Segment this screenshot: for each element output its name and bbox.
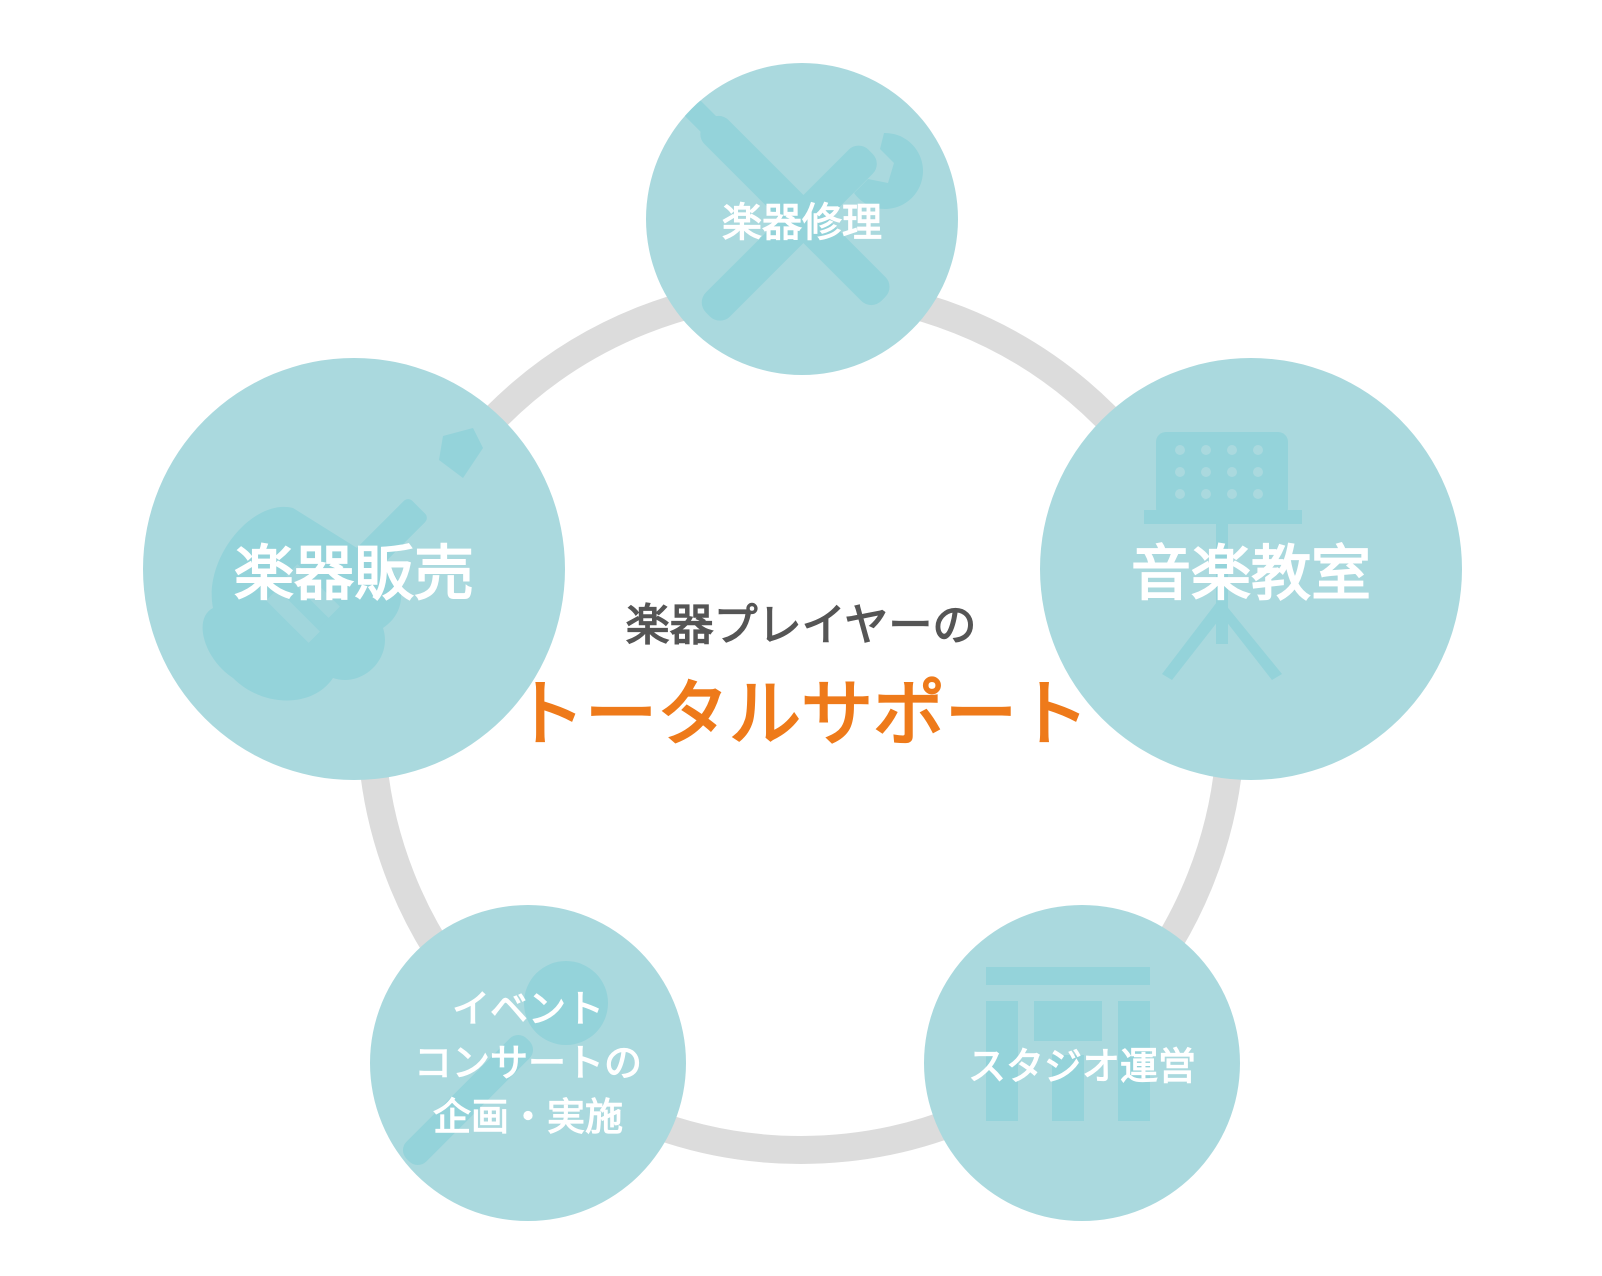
node-studio-management: スタジオ運営: [924, 905, 1240, 1221]
node-label: 楽器販売: [234, 539, 474, 610]
node-label: 楽器修理: [722, 200, 882, 246]
microphone-icon: [402, 961, 608, 1166]
node-instrument-repair: 楽器修理: [646, 63, 958, 375]
node-label: スタジオ運営: [967, 1044, 1196, 1089]
center-subtitle: 楽器プレイヤーの: [625, 600, 977, 651]
node-instrument-sales: 楽器販売: [143, 358, 565, 780]
node-label-line: コンサートの: [413, 1041, 642, 1085]
center-title: トータルサポート: [512, 672, 1089, 756]
center-heading: 楽器プレイヤーの トータルサポート: [500, 598, 1102, 756]
node-label-line: イベント: [451, 987, 604, 1031]
node-music-school: 音楽教室: [1040, 358, 1462, 780]
guitar-icon: [202, 428, 483, 701]
node-event-planning: イベント コンサートの 企画・実施: [370, 905, 686, 1221]
tools-icon: [680, 95, 923, 321]
node-label-line: 企画・実施: [432, 1095, 623, 1139]
node-label: 音楽教室: [1131, 539, 1371, 610]
music-stand-icon: [1144, 432, 1302, 680]
studio-icon: [986, 967, 1150, 1121]
node-label: イベント コンサートの 企画・実施: [370, 982, 686, 1144]
